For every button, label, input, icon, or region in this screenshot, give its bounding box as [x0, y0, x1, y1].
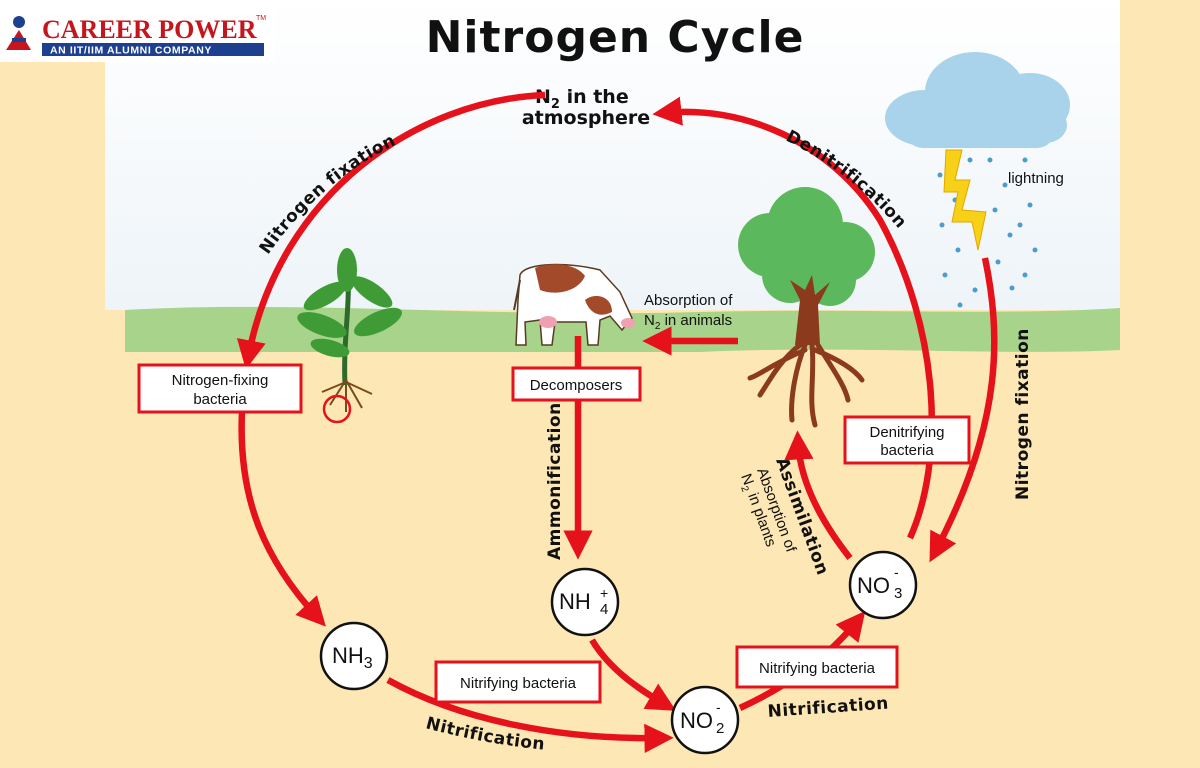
atmosphere-line1: in the	[560, 86, 629, 108]
label-nitrogen-fixation-right: Nitrogen fixation	[1013, 328, 1033, 500]
box-nitrifying-bacteria-left: Nitrifying bacteria	[434, 660, 602, 704]
logo-tagline-bar	[42, 43, 264, 56]
page-title: Nitrogen Cycle	[426, 12, 805, 63]
cow-icon	[513, 263, 635, 346]
nitrifying-left-label: Nitrifying bacteria	[460, 675, 577, 692]
arrow-lightning-to-no3	[929, 257, 998, 563]
absorption-animals-n: N	[644, 312, 655, 329]
arrow-no3-to-tree	[784, 430, 853, 561]
node-nh3: NH3	[319, 621, 389, 691]
nh4-base: NH	[559, 589, 591, 614]
nfix-bacteria-line2: bacteria	[193, 391, 247, 408]
box-denitrifying-bacteria: Denitrifying bacteria	[843, 415, 971, 465]
lightning-label: lightning	[1008, 170, 1064, 187]
n2-subscript: 2	[551, 97, 560, 112]
no3-sup: -	[894, 564, 899, 580]
rain-cloud-icon	[885, 52, 1070, 148]
no3-base: NO	[857, 573, 890, 598]
logo-person-icon	[6, 16, 31, 50]
node-no2: NO - 2	[670, 685, 740, 755]
no2-sup: -	[716, 699, 721, 715]
absorption-animals-rest: in animals	[660, 312, 732, 329]
atmosphere-line2: atmosphere	[522, 107, 650, 129]
no2-sub: 2	[716, 720, 724, 737]
box-nitrogen-fixing-bacteria: Nitrogen-fixing bacteria	[137, 363, 303, 414]
lightning-bolt-icon	[943, 149, 987, 251]
decomposers-label: Decomposers	[530, 377, 623, 394]
arrow-nh4-to-no2	[589, 638, 677, 711]
nh4-sub: 4	[600, 601, 608, 618]
nh3-sub: 3	[364, 655, 373, 672]
absorption-plants-sub: 2	[738, 485, 750, 494]
box-decomposers: Decomposers	[511, 366, 642, 402]
arrow-nfix-to-nh3	[238, 411, 326, 627]
logo-tagline: AN IIT/IIM ALUMNI COMPANY	[50, 45, 212, 57]
nh3-base: NH	[332, 643, 364, 668]
logo-name: CAREER POWER	[42, 15, 257, 44]
atmosphere-label: N2 in the atmosphere	[522, 86, 650, 129]
no2-base: NO	[680, 708, 713, 733]
logo-trademark: TM	[256, 15, 266, 22]
node-nh4: NH + 4	[550, 567, 620, 637]
arrow-atmosphere-to-nfix	[236, 91, 546, 370]
box-nitrifying-bacteria-right: Nitrifying bacteria	[735, 645, 899, 689]
denitrifying-line2: bacteria	[880, 442, 934, 459]
tree-icon	[738, 187, 875, 428]
label-ammonification: Ammonification	[545, 402, 565, 560]
svg-text:NH3: NH3	[332, 643, 373, 672]
nh4-sup: +	[600, 585, 608, 601]
nfix-bacteria-line1: Nitrogen-fixing	[172, 372, 269, 389]
denitrifying-line1: Denitrifying	[869, 424, 944, 441]
career-power-logo: CAREER POWER TM AN IIT/IIM ALUMNI COMPAN…	[6, 15, 266, 57]
soil	[105, 352, 1120, 768]
arrow-nh3-to-no2	[386, 677, 674, 753]
absorption-animals-label: Absorption of N2 in animals	[644, 292, 733, 332]
nitrifying-right-label: Nitrifying bacteria	[759, 660, 876, 677]
node-no3: NO - 3	[848, 550, 918, 620]
raindrops	[937, 157, 1038, 308]
absorption-animals-line1: Absorption of	[644, 292, 733, 309]
no3-sub: 3	[894, 585, 902, 602]
plant-icon	[297, 248, 402, 424]
